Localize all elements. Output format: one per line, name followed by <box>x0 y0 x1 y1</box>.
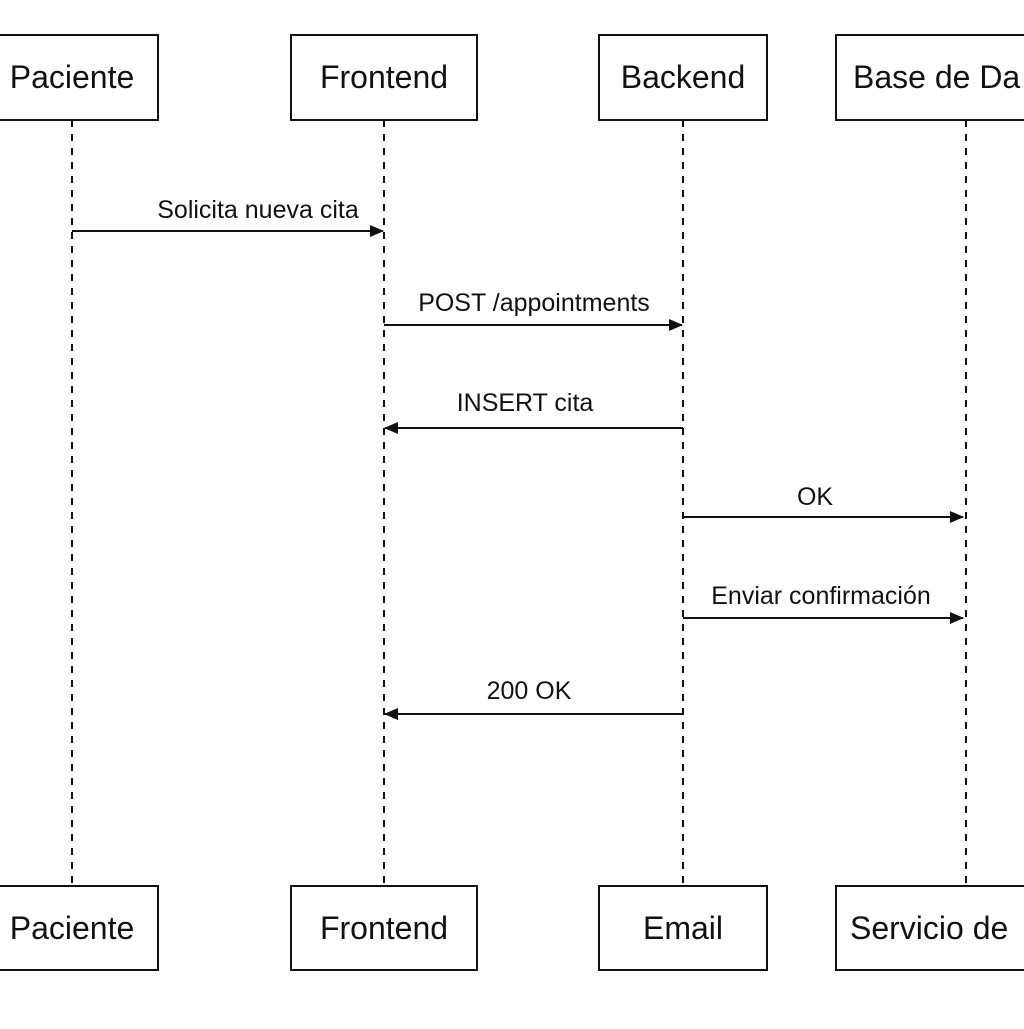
message-ok: OK <box>683 483 964 523</box>
message-enviar-confirmacion: Enviar confirmación <box>683 582 964 624</box>
message-label: Enviar confirmación <box>711 582 931 610</box>
participant-top-base-de-datos-label: Base de Da <box>853 59 1020 95</box>
message-insert-cita: INSERT cita <box>384 389 683 434</box>
participant-bottom-email-label: Email <box>643 910 723 946</box>
participant-bottom-email: Email <box>598 885 768 971</box>
message-label: OK <box>797 483 833 511</box>
participant-top-base-de-datos: Base de Da <box>835 34 1024 121</box>
participant-bottom-frontend-label: Frontend <box>320 910 448 946</box>
participant-bottom-frontend: Frontend <box>290 885 478 971</box>
participant-top-frontend-label: Frontend <box>320 59 448 95</box>
message-solicita-nueva-cita: Solicita nueva cita <box>72 196 384 237</box>
message-post-appointments: POST /appointments <box>384 289 683 331</box>
message-200-ok: 200 OK <box>384 677 683 720</box>
message-label: 200 OK <box>487 677 572 705</box>
participant-top-backend: Backend <box>598 34 768 121</box>
participant-top-frontend: Frontend <box>290 34 478 121</box>
participant-top-paciente: Paciente <box>0 34 159 121</box>
participant-bottom-servicio-label: Servicio de <box>850 910 1008 946</box>
message-label: Solicita nueva cita <box>157 196 359 224</box>
message-label: INSERT cita <box>457 389 594 417</box>
participant-bottom-paciente: Paciente <box>0 885 159 971</box>
message-label: POST /appointments <box>418 289 650 317</box>
participant-bottom-paciente-label: Paciente <box>10 910 135 946</box>
participant-top-backend-label: Backend <box>621 59 746 95</box>
participant-top-paciente-label: Paciente <box>10 59 135 95</box>
participant-bottom-servicio: Servicio de <box>835 885 1024 971</box>
